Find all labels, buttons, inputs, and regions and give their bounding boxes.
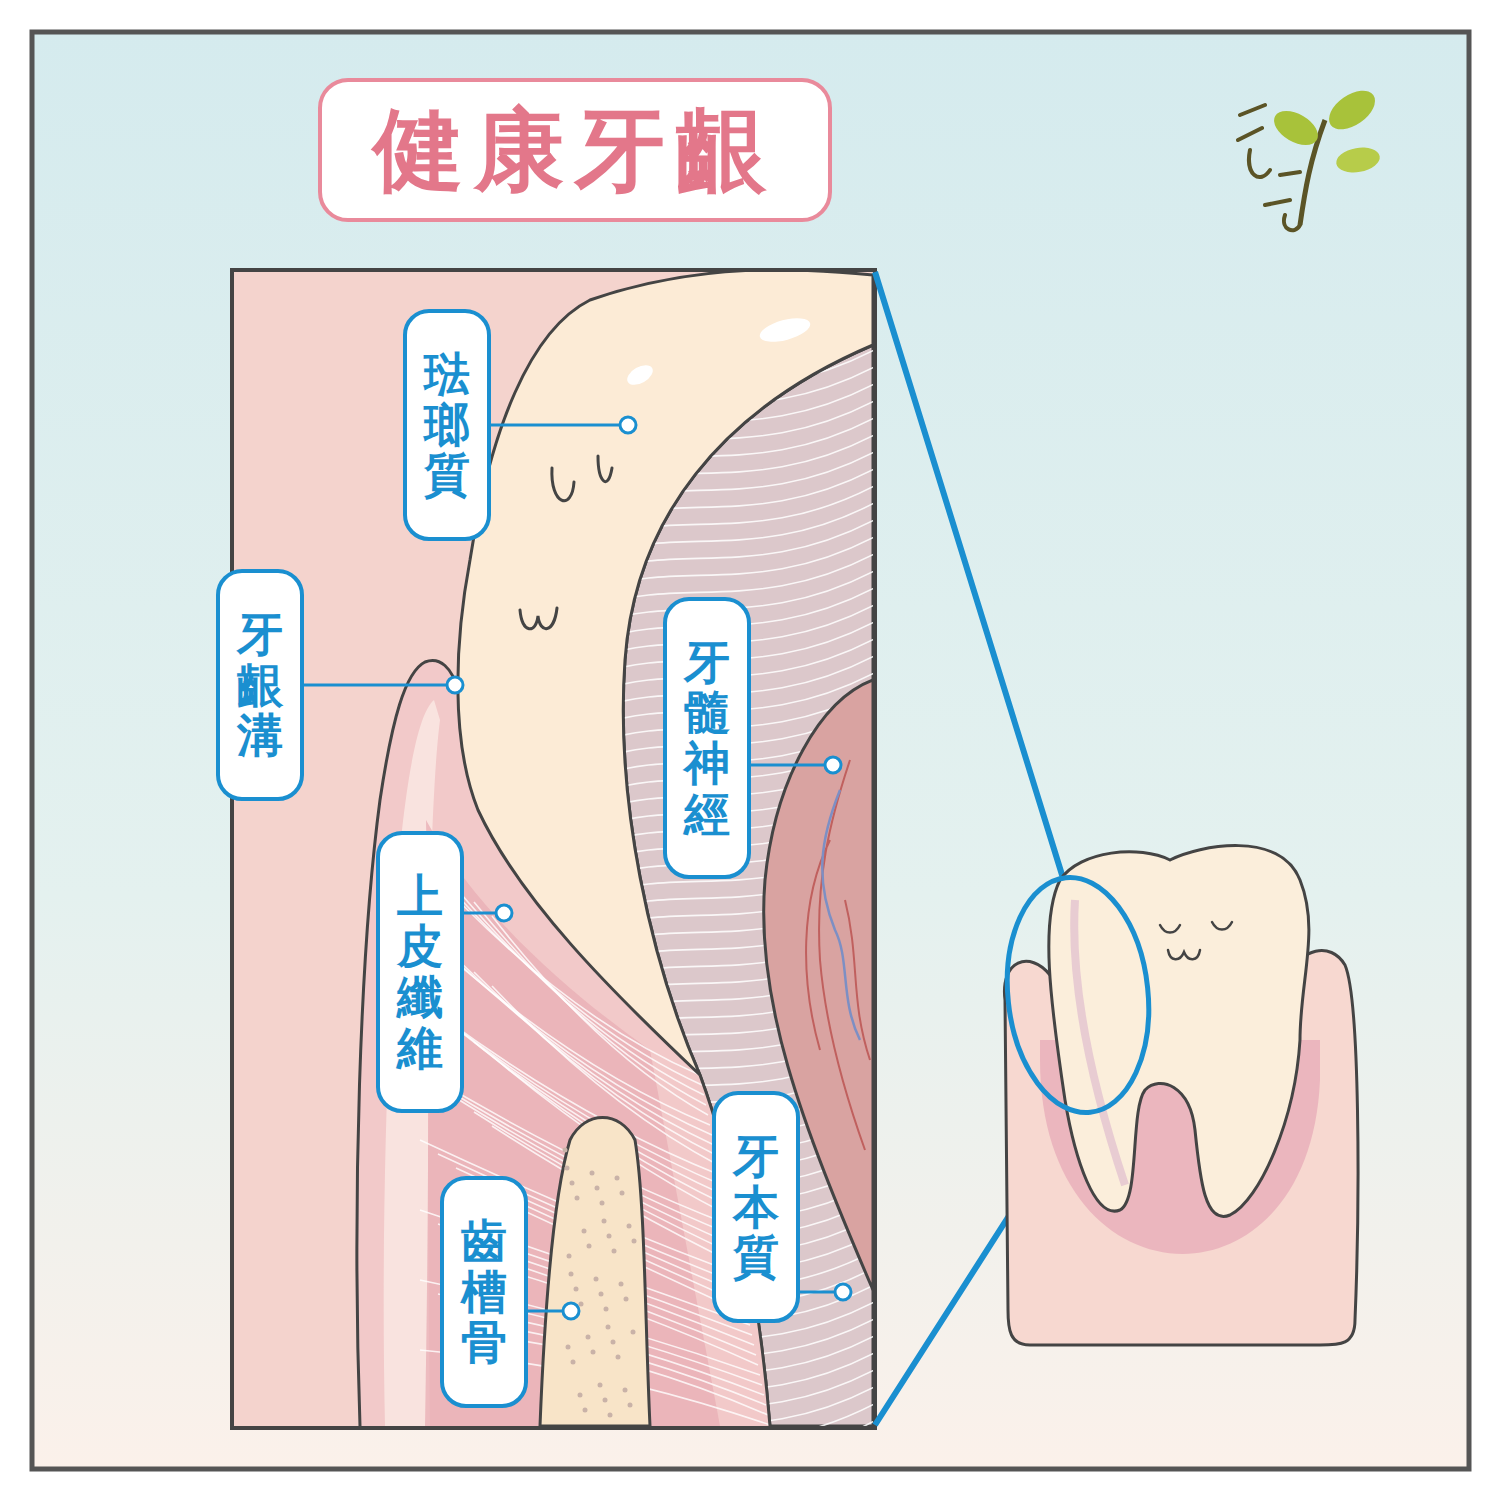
title-box: 健康牙齦 [318, 78, 832, 222]
illustration-part [563, 1303, 579, 1319]
label-box: 牙本質 [712, 1091, 800, 1323]
illustration-part [565, 1166, 570, 1171]
illustration-part [624, 361, 656, 389]
illustration-part [520, 608, 557, 629]
illustration-part [612, 1249, 617, 1254]
illustration-part [1334, 144, 1381, 175]
illustration-part [825, 757, 841, 773]
illustration-part [1160, 922, 1232, 959]
illustration-part [234, 272, 873, 1426]
illustration-part [587, 1244, 592, 1249]
part-label: 牙齦溝 [237, 609, 283, 761]
illustration-part [599, 1292, 604, 1297]
illustration-part [458, 272, 873, 1075]
detail-border [232, 270, 875, 1428]
title-text: 健康牙齦 [373, 96, 776, 204]
part-label: 齒槽骨 [461, 1216, 507, 1368]
illustration-part [806, 760, 870, 1150]
label-box: 琺瑯質 [403, 309, 491, 541]
zoom-circle [996, 870, 1160, 1119]
illustration-part [611, 1340, 616, 1345]
illustration-part [620, 1191, 625, 1196]
illustration-part [496, 905, 512, 921]
illustration-part [627, 1224, 632, 1229]
illustration-part [594, 1277, 599, 1282]
illustration-part [1268, 104, 1324, 152]
illustration-part [578, 1393, 583, 1398]
illustration-part [447, 677, 463, 693]
label-box: 牙齦溝 [216, 569, 304, 801]
illustration-part [552, 468, 574, 501]
illustration-part [632, 1239, 637, 1244]
illustration-part [616, 1355, 621, 1360]
illustration-part [631, 1330, 636, 1335]
illustration-part [591, 1350, 596, 1355]
illustration-part [604, 1307, 609, 1312]
illustration-part [571, 1360, 576, 1365]
illustration-part [579, 1302, 584, 1307]
illustration-part [623, 1388, 628, 1393]
leader-lines [260, 417, 851, 1319]
illustration-part [1322, 83, 1382, 137]
illustration-part [586, 1335, 591, 1340]
illustration-part [598, 456, 612, 482]
detail-panel [234, 272, 873, 1426]
part-label: 牙髓神經 [684, 637, 730, 839]
illustration-part [540, 1118, 650, 1427]
illustration-part [835, 1284, 851, 1300]
illustration-part [607, 1234, 612, 1239]
illustration-part [1074, 900, 1125, 1185]
illustration-part [574, 1287, 579, 1292]
illustration-part [619, 1282, 624, 1287]
illustration-part [566, 1345, 571, 1350]
logo [1238, 83, 1382, 230]
illustration-part [628, 1403, 633, 1408]
label-box: 齒槽骨 [440, 1176, 528, 1408]
illustration-part [615, 1176, 620, 1181]
label-box: 牙髓神經 [663, 597, 751, 879]
illustration-part [569, 1272, 574, 1277]
illustration-part [1049, 846, 1309, 1217]
illustration-part [600, 1201, 605, 1206]
part-label: 上皮纖維 [397, 871, 443, 1073]
illustration-part [590, 1171, 595, 1176]
illustration-part [582, 1229, 587, 1234]
label-box: 上皮纖維 [376, 831, 464, 1113]
illustration-part [603, 1398, 608, 1403]
illustration-part [602, 1219, 607, 1224]
illustration-part [606, 1325, 611, 1330]
illustration-part [624, 1297, 629, 1302]
part-label: 琺瑯質 [424, 349, 470, 501]
illustration-part [1238, 105, 1300, 230]
illustration-part [575, 1196, 580, 1201]
illustration-part [563, 1148, 637, 1418]
illustration-part [598, 1383, 603, 1388]
illustration-part [620, 417, 636, 433]
illustration-part [595, 1186, 600, 1191]
illustration-part [822, 790, 860, 1040]
illustration-part [570, 1181, 575, 1186]
frame [32, 32, 1469, 1469]
illustration-part [563, 1148, 568, 1153]
illustration-part [567, 1254, 572, 1259]
part-label: 牙本質 [733, 1131, 779, 1283]
molar-figure [1004, 846, 1358, 1345]
illustration-part [757, 314, 812, 347]
illustration-part [583, 1408, 588, 1413]
illustration-part [608, 1413, 613, 1418]
